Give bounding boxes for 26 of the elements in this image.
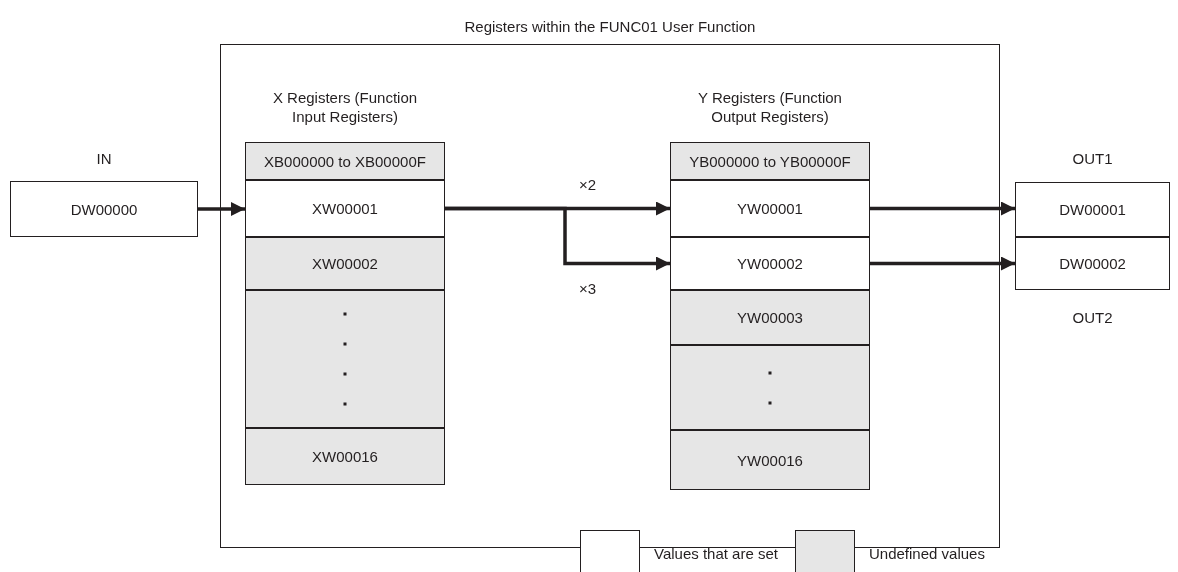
column-heading: X Registers (Function Input Registers): [271, 88, 419, 126]
register-cell: YW00002: [670, 237, 870, 290]
register-cell: XW00002: [245, 237, 445, 290]
register-cell: YW00003: [670, 290, 870, 345]
legend-label: Undefined values: [869, 545, 985, 562]
ellipsis-cell: [245, 290, 445, 428]
arrow: [870, 256, 1015, 271]
port-label: IN: [95, 149, 113, 168]
legend-label: Values that are set: [654, 545, 778, 562]
port-label: OUT1: [1071, 149, 1114, 168]
arrow: [870, 201, 1015, 216]
register-cell: XW00001: [245, 180, 445, 237]
ellipsis-cell: [670, 345, 870, 430]
arrow: [445, 206, 670, 271]
group-title: Registers within the FUNC01 User Function: [463, 17, 757, 36]
register-cell: XW00016: [245, 428, 445, 485]
register-box: DW00000: [10, 181, 198, 237]
register-cell: YW00016: [670, 430, 870, 490]
register-cell: YW00001: [670, 180, 870, 237]
register-box: DW00001: [1015, 182, 1170, 237]
arrow: [198, 202, 245, 216]
register-cell: XB000000 to XB00000F: [245, 142, 445, 180]
register-cell: YB000000 to YB00000F: [670, 142, 870, 180]
register-box: DW00002: [1015, 237, 1170, 290]
port-label: OUT2: [1071, 308, 1114, 327]
column-heading: Y Registers (Function Output Registers): [697, 88, 843, 126]
